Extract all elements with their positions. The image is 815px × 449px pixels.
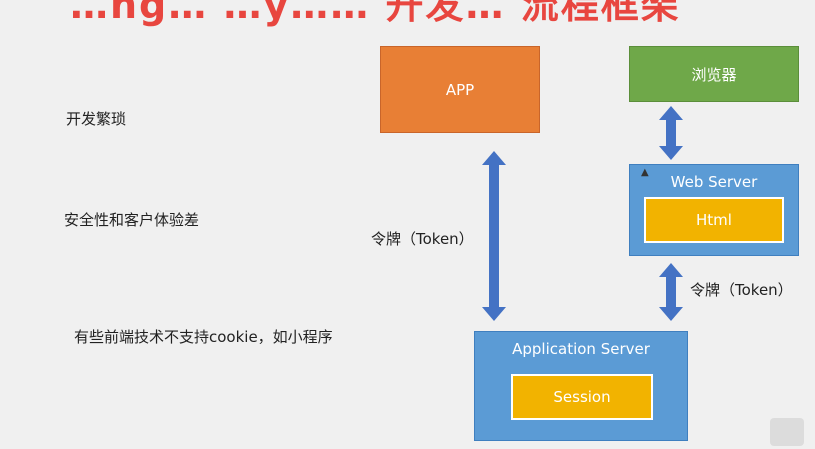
token-label-app: 令牌（Token）: [371, 230, 474, 248]
app-appserver-arrow: [482, 151, 506, 321]
slide-title: …ng… …y…… 开发… 流程框架: [70, 0, 681, 27]
point-dev-cumbersome: 开发繁琐: [66, 110, 127, 128]
app-label: APP: [445, 80, 475, 99]
point-security-ux: 安全性和客户体验差: [64, 211, 200, 229]
application-server-box: Application Server Session: [474, 331, 688, 441]
html-label: Html: [696, 211, 732, 229]
web-server-title: Web Server: [670, 173, 758, 191]
app-box: APP: [380, 46, 540, 133]
html-box: Html: [644, 197, 784, 243]
web-server-box: Web Server Html: [629, 164, 799, 256]
application-server-title: Application Server: [512, 340, 650, 358]
browser-webserver-arrow: [659, 106, 683, 160]
session-box: Session: [511, 374, 653, 420]
webserver-appserver-arrow: [659, 263, 683, 321]
browser-label: 浏览器: [691, 65, 737, 84]
mouse-cursor-icon: ▲: [641, 167, 649, 178]
session-label: Session: [553, 388, 611, 406]
point-cookie-support: 有些前端技术不支持cookie，如小程序: [74, 328, 333, 346]
token-label-web: 令牌（Token）: [690, 281, 793, 299]
browser-box: 浏览器: [629, 46, 799, 102]
app-tray-icon: [770, 418, 804, 446]
